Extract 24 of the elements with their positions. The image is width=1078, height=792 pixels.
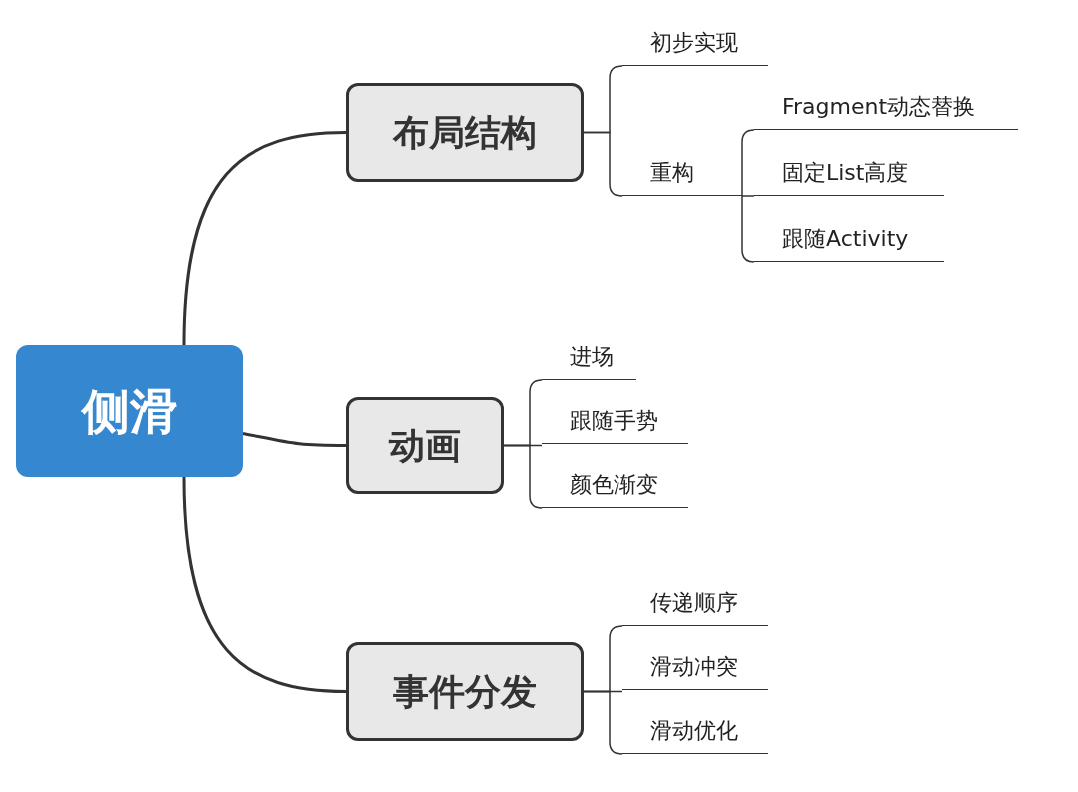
subtopic-text: 颜色渐变: [542, 462, 688, 508]
connector-line: [242, 431, 346, 447]
subtopic-text: Fragment动态替换: [754, 84, 1018, 130]
connector-line: [503, 444, 543, 509]
connector-line: [182, 131, 347, 346]
subtopic-text: 固定List高度: [754, 150, 944, 196]
topic-box: 动画: [346, 397, 504, 494]
connector-line: [741, 129, 755, 197]
subtopic-text: 重构: [622, 150, 742, 196]
connector-line: [182, 476, 347, 693]
connector-line: [583, 131, 623, 197]
subtopic-text: 跟随手势: [542, 398, 688, 444]
root-topic-box: 侧滑: [16, 345, 243, 477]
topic-box: 布局结构: [346, 83, 584, 182]
subtopic-text: 传递顺序: [622, 580, 768, 626]
connector-line: [741, 195, 755, 197]
connector-line: [741, 195, 755, 263]
connector-line: [583, 690, 623, 755]
subtopic-text: 初步实现: [622, 20, 768, 66]
subtopic-text: 跟随Activity: [754, 216, 944, 262]
subtopic-text: 滑动优化: [622, 708, 768, 754]
topic-box: 事件分发: [346, 642, 584, 741]
subtopic-text: 滑动冲突: [622, 644, 768, 690]
subtopic-text: 进场: [542, 334, 636, 380]
